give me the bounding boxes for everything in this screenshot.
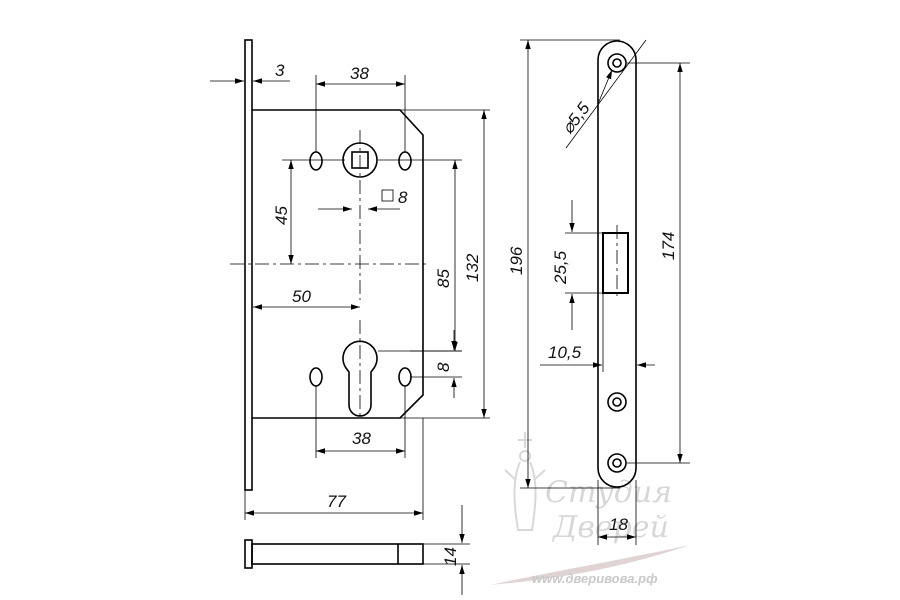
faceplate-outline — [597, 40, 637, 488]
dim-hole-diameter: ⌀5,5 — [558, 39, 647, 149]
dim-spindle-to-center: 45 — [272, 159, 345, 264]
dim-bottom-hole-spacing: 38 — [315, 386, 406, 458]
lock-body-view: 3 38 8 45 50 — [210, 39, 490, 520]
faceplate-view: 196 ⌀5,5 25,5 174 10,5 — [507, 39, 690, 545]
dim-77-label: 77 — [327, 492, 346, 511]
dim-faceplate-width: 18 — [597, 480, 637, 545]
dim-overall-depth: 77 — [244, 418, 424, 520]
dim-square-spindle: 8 — [318, 188, 408, 212]
dim-38-top-label: 38 — [350, 64, 369, 83]
bottom-left-screw-hole — [309, 367, 323, 387]
dim-cylinder-slot: 8 — [410, 330, 462, 398]
dim-latch-height: 25,5 — [551, 200, 602, 330]
dim-center-distance: 85 — [378, 159, 462, 352]
dim-top-hole-spacing: 38 — [315, 64, 406, 152]
dim-85-label: 85 — [434, 269, 453, 288]
top-right-screw-hole — [398, 151, 412, 171]
front-plate — [244, 39, 253, 491]
bottom-case — [251, 543, 424, 565]
lock-case — [252, 109, 424, 419]
dim-196-label: 196 — [507, 246, 526, 275]
dim-body-thickness: 14 — [423, 505, 470, 595]
dim-174-label: 174 — [659, 232, 678, 260]
faceplate-bottom-hole — [607, 453, 627, 473]
dim-3-label: 3 — [275, 61, 285, 80]
dim-faceplate-length: 196 — [507, 39, 620, 489]
dim-faceplate-fixing-span: 174 — [627, 62, 690, 464]
bottom-right-screw-hole — [398, 367, 412, 387]
lock-bottom-view: 14 — [244, 505, 470, 595]
watermark-line1: Студия — [545, 475, 672, 510]
dim-backset: 50 — [253, 287, 360, 310]
watermark-statue-icon — [504, 432, 546, 531]
dim-38-bottom-label: 38 — [352, 429, 371, 448]
cylinder-cutout — [342, 340, 378, 417]
faceplate-top-hole — [607, 53, 627, 73]
bottom-front-plate — [244, 539, 253, 569]
dim-latch-offset: 10,5 — [540, 294, 655, 372]
dim-mounting-height: 132 — [400, 109, 490, 419]
dim-10-5-label: 10,5 — [548, 343, 582, 362]
dim-132-label: 132 — [463, 253, 482, 282]
square-symbol-icon — [381, 189, 394, 202]
watermark-swoosh — [490, 545, 690, 585]
dim-8-cylinder-label: 8 — [434, 362, 453, 372]
dim-14-label: 14 — [441, 547, 460, 566]
faceplate-middle-hole — [607, 392, 627, 412]
dim-plate-thickness: 3 — [210, 40, 290, 110]
dim-45-label: 45 — [272, 206, 291, 225]
top-left-screw-hole — [309, 151, 323, 171]
watermark: Студия Дверей www.дверивова.рф — [490, 432, 690, 586]
watermark-url: www.дверивова.рф — [532, 571, 658, 586]
latch-opening — [602, 232, 629, 294]
dim-18-label: 18 — [609, 515, 628, 534]
dim-square-8-label: 8 — [398, 188, 408, 207]
dim-25-5-label: 25,5 — [551, 250, 570, 285]
dim-50-label: 50 — [292, 287, 311, 306]
